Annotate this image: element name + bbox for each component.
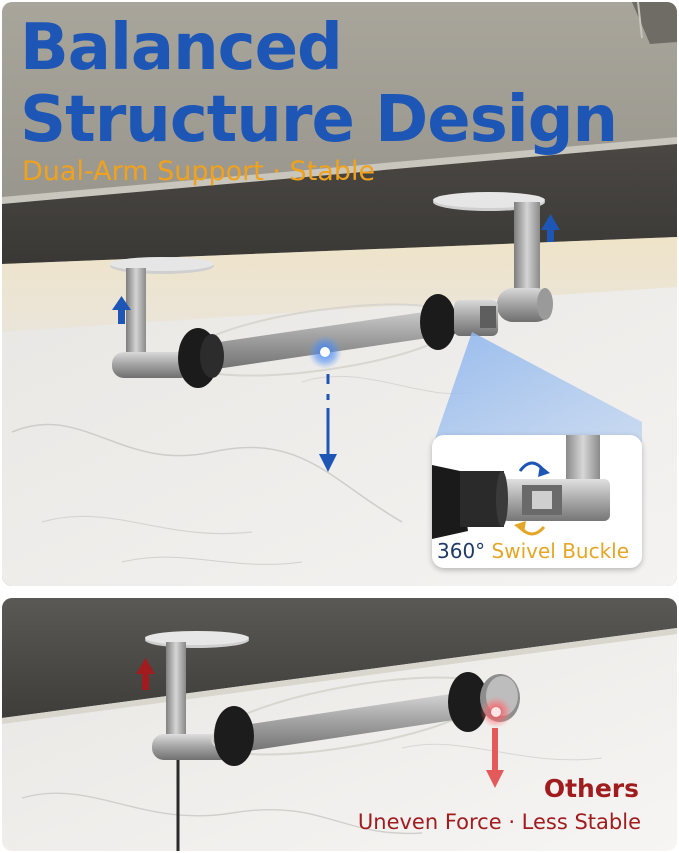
up-arrow-icon (136, 658, 155, 690)
page-title-line-2: Structure Design (20, 83, 618, 157)
up-arrow-icon (541, 214, 560, 242)
down-arrow-icon (319, 374, 337, 472)
bottom-product-scene (2, 598, 677, 851)
up-arrow-icon (112, 296, 131, 324)
rotation-degrees: 360° (437, 539, 486, 563)
rotate-arrow-icon (514, 521, 546, 536)
top-product-scene (2, 2, 677, 586)
page-title-line-1: Balanced (20, 11, 343, 85)
others-label: Others (543, 774, 639, 803)
subtitle: Dual-Arm Support · Stable (22, 156, 376, 187)
swivel-buckle-inset: 360° Swivel Buckle (432, 435, 642, 568)
swivel-buckle-caption: 360° Swivel Buckle (437, 539, 629, 563)
others-description: Uneven Force · Less Stable (357, 810, 641, 834)
rotate-arrow-icon (518, 461, 550, 477)
balanced-design-panel: Balanced Structure Design Dual-Arm Suppo… (2, 2, 677, 586)
others-comparison-panel: Others Uneven Force · Less Stable (2, 598, 677, 851)
swivel-buckle-closeup (432, 435, 610, 539)
swivel-buckle-label: Swivel Buckle (491, 539, 630, 563)
down-arrow-icon (486, 728, 504, 788)
